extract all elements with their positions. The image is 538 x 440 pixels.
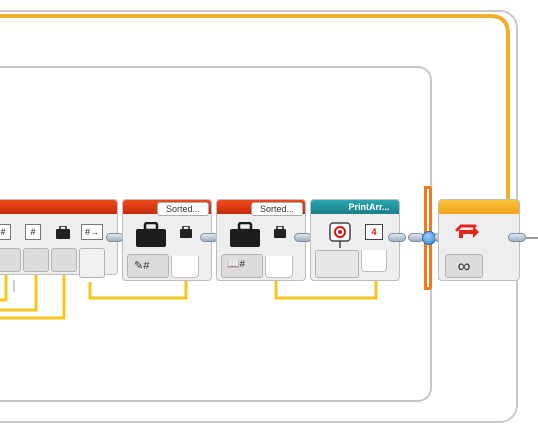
book-hash-icon: 📖# [227, 259, 246, 270]
output-slot[interactable] [265, 256, 293, 278]
hash-index-icon: # [25, 224, 41, 240]
input-slot-3[interactable] [51, 248, 77, 272]
infinity-icon: ∞ [457, 256, 471, 276]
block-header [311, 200, 399, 214]
pencil-hash-icon: ✎# [134, 260, 150, 272]
briefcase-icon [136, 222, 166, 247]
loop-arrows-icon [455, 224, 479, 238]
array-name-label[interactable]: Sorted... [251, 202, 303, 216]
mode-selector[interactable]: ✎# [127, 254, 169, 278]
hash-icon: # [0, 224, 11, 240]
array-operations-block[interactable]: # # #→ [0, 199, 118, 278]
array-name-label[interactable]: Sorted... [157, 202, 209, 216]
myblock-body [315, 250, 359, 278]
loop-end-block[interactable]: ∞ [438, 199, 520, 281]
briefcase-icon [56, 226, 70, 239]
array-block-sorted-2[interactable]: Sorted... 📖# [216, 199, 306, 281]
sequence-plug-out[interactable] [508, 233, 526, 242]
loop-mode-selector[interactable]: ∞ [445, 254, 483, 278]
myblock-printarr[interactable]: PrintArr... 4 [310, 199, 400, 281]
briefcase-icon [180, 226, 192, 238]
input-slot-1[interactable] [0, 248, 21, 272]
output-slot[interactable] [171, 256, 199, 278]
sequence-plug[interactable] [388, 233, 406, 242]
input-number-icon: 4 [365, 224, 383, 240]
input-slot-2[interactable] [23, 248, 49, 272]
block-header [439, 200, 519, 214]
output-slot[interactable] [79, 248, 105, 278]
briefcase-icon [230, 222, 260, 247]
briefcase-icon [274, 226, 286, 238]
target-icon [329, 222, 351, 248]
input-slot[interactable] [361, 250, 387, 272]
mode-selector[interactable]: 📖# [221, 254, 263, 278]
hash-output-icon: #→ [81, 224, 103, 240]
array-block-sorted-1[interactable]: Sorted... ✎# [122, 199, 212, 281]
block-header [0, 200, 117, 214]
myblock-name-label[interactable]: PrintArr... [348, 202, 390, 212]
